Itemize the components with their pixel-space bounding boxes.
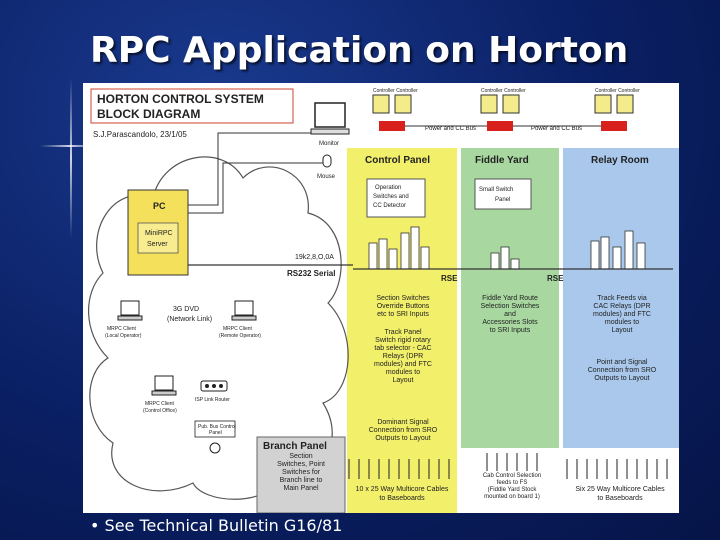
remote-pc-icon — [231, 300, 257, 321]
relay-room-racks — [590, 230, 646, 270]
router-icon — [200, 380, 228, 392]
cp-text-1: Section Switches Override Buttons etc to… — [376, 295, 430, 318]
router-label: ISP Link Router — [195, 397, 230, 403]
fy-text-1: Fiddle Yard Route Selection Switches and… — [480, 295, 540, 334]
server-box — [137, 222, 179, 254]
remote-pc3-line1: MRPC Client — [145, 401, 175, 407]
phone-icon — [209, 442, 221, 454]
pc-label: PC — [153, 201, 166, 211]
slide-title: RPC Application on Horton — [90, 30, 629, 71]
pc-mouse-line — [188, 162, 323, 214]
fy-box-line2: Panel — [495, 197, 510, 203]
mouse-label: Mouse — [317, 174, 336, 180]
cp-text-3: Dominant Signal Connection from SRO Outp… — [368, 419, 438, 442]
serial-label: RS232 Serial — [287, 269, 335, 278]
branch-box-line1: Pub. Bus Control — [198, 424, 236, 430]
svg-text:Controller Controller: Controller Controller — [373, 88, 418, 94]
decorative-crosshair-horizontal — [40, 145, 100, 147]
block-diagram: HORTON CONTROL SYSTEM BLOCK DIAGRAM S.J.… — [83, 83, 679, 513]
branch-panel-text: Section Switches, Point Switches for Bra… — [277, 453, 325, 492]
bus-label-2: Power and CC Bus — [531, 126, 582, 132]
relay-room-title: Relay Room — [591, 155, 649, 166]
branch-panel-title: Branch Panel — [263, 441, 327, 452]
cp-box-line3: CC Detector — [373, 203, 406, 209]
branch-box-line2: Panel — [209, 430, 222, 436]
monitor-icon — [310, 102, 350, 135]
baud-label: 19k2,8,O,0A — [295, 254, 334, 261]
control-panel-title: Control Panel — [365, 155, 430, 166]
controller-group-3: Controller Controller — [594, 88, 640, 131]
bottom-mid-text: Cab Control Selection feeds to FS (Fiddl… — [482, 473, 542, 500]
rse-label-2: RSE — [547, 274, 564, 283]
cp-box-line1: Operation — [375, 185, 401, 191]
rse-label-1: RSE — [441, 274, 458, 283]
relay-room-column — [563, 148, 679, 448]
server-line1: MiniRPC — [145, 230, 173, 237]
bottom-right-text: Six 25 Way Multicore Cables to Baseboard… — [575, 486, 665, 502]
diagram-svg: HORTON CONTROL SYSTEM BLOCK DIAGRAM S.J.… — [87, 88, 679, 513]
decorative-crosshair-vertical — [70, 78, 72, 238]
remote-line1: 3G DVD — [173, 306, 199, 313]
fiddle-yard-title: Fiddle Yard — [475, 155, 529, 166]
controller-group-1: Controller Controller — [372, 88, 418, 131]
fiddle-yard-box — [474, 178, 532, 210]
controller-group-2: Controller Controller — [480, 88, 526, 131]
author-text: S.J.Parascandolo, 23/1/05 — [93, 130, 187, 139]
network-cloud — [87, 156, 349, 500]
relay-room-arrows — [566, 459, 668, 479]
remote-line2: (Network Link) — [167, 316, 212, 323]
pc-monitor-line — [188, 132, 311, 206]
monitor-label: Monitor — [319, 141, 339, 147]
fiddle-yard-arrows — [486, 453, 538, 471]
branch-panel-box — [256, 436, 346, 513]
remote-pc-icon — [151, 375, 177, 396]
remote-pc3-line2: (Control Office) — [143, 408, 177, 414]
bullet-text: See Technical Bulletin G16/81 — [104, 516, 343, 535]
remote-pc2-line2: (Remote Operator) — [219, 333, 261, 339]
rr-text-2: Point and Signal Connection from SRO Out… — [587, 359, 657, 382]
bullet-item: • See Technical Bulletin G16/81 — [90, 516, 343, 535]
heading-box — [90, 88, 294, 124]
fy-box-line1: Small Switch — [479, 187, 513, 193]
remote-pc1-line2: (Local Operator) — [105, 333, 142, 339]
heading-line1: HORTON CONTROL SYSTEM — [97, 92, 264, 106]
remote-pc1-line1: MRPC Client — [107, 326, 137, 332]
mouse-icon — [322, 154, 332, 168]
branch-bus-box — [194, 420, 236, 438]
cp-text-2: Track Panel Switch rigid rotary tab sele… — [374, 329, 432, 384]
svg-text:Controller Controller: Controller Controller — [481, 88, 526, 94]
control-panel-box — [366, 178, 426, 218]
bus-label-1: Power and CC Bus — [425, 126, 476, 132]
remote-pc2-line1: MRPC Client — [223, 326, 253, 332]
heading-line2: BLOCK DIAGRAM — [97, 107, 200, 121]
control-panel-arrows — [348, 459, 450, 479]
cp-box-line2: Switches and — [373, 194, 409, 200]
server-line2: Server — [147, 241, 168, 248]
bottom-left-text: 10 x 25 Way Multicore Cables to Baseboar… — [355, 486, 449, 502]
rr-text-1: Track Feeds via CAC Relays (DPR modules)… — [593, 295, 651, 334]
remote-pc-icon — [117, 300, 143, 321]
svg-text:Controller Controller: Controller Controller — [595, 88, 640, 94]
